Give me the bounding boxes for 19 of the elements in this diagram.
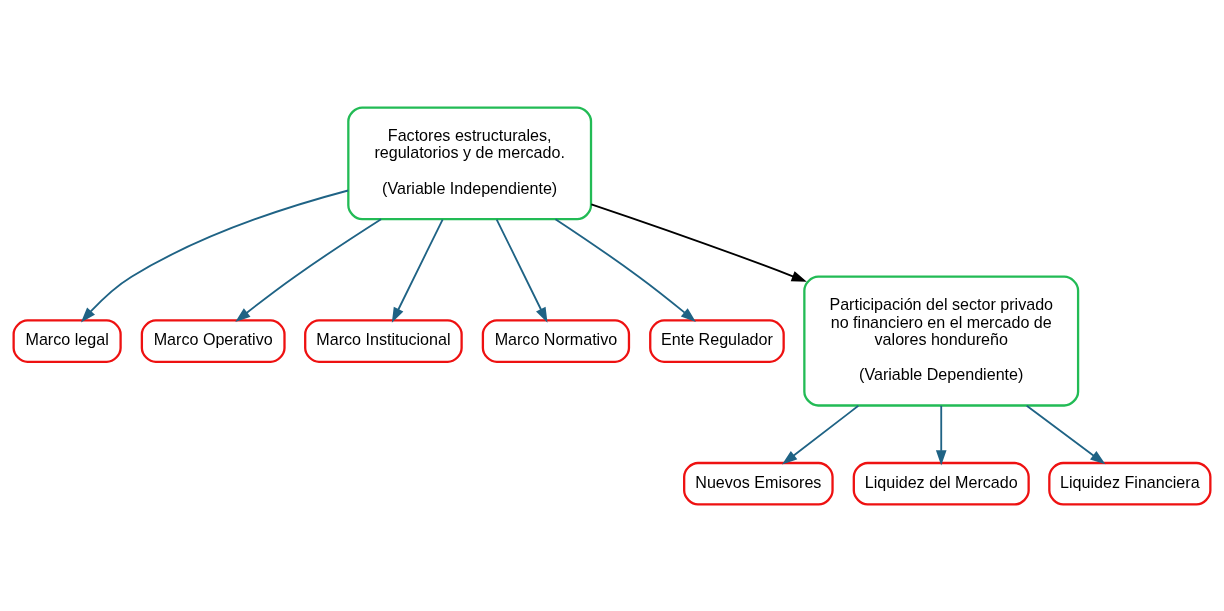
arrow: [1025, 404, 1106, 464]
node-box: Nuevos Emisores: [683, 461, 834, 506]
arrow: [782, 404, 860, 464]
node-box: Liquidez Financiera: [1048, 461, 1212, 506]
arrow: [80, 189, 349, 322]
node-box: Ente Regulador: [649, 318, 785, 363]
node-box: Marco Institucional: [304, 318, 463, 363]
arrow: [590, 202, 807, 282]
arrow: [391, 218, 444, 323]
node-box: Marco legal: [12, 318, 122, 363]
node-box: Participación del sector privado no financiero en el mercado de valores hondureño (Variable Dependiente): [803, 275, 1080, 407]
node-box: Factores estructurales, regulatorios y de mercado. (Variable Independiente): [347, 105, 593, 220]
node-box: Marco Operativo: [140, 318, 286, 363]
arrow: [554, 217, 696, 322]
arrow: [935, 404, 947, 465]
arrow: [495, 218, 548, 323]
node-box: Marco Normativo: [481, 318, 631, 363]
arrow: [235, 217, 382, 322]
node-box: Liquidez del Mercado: [852, 461, 1030, 506]
